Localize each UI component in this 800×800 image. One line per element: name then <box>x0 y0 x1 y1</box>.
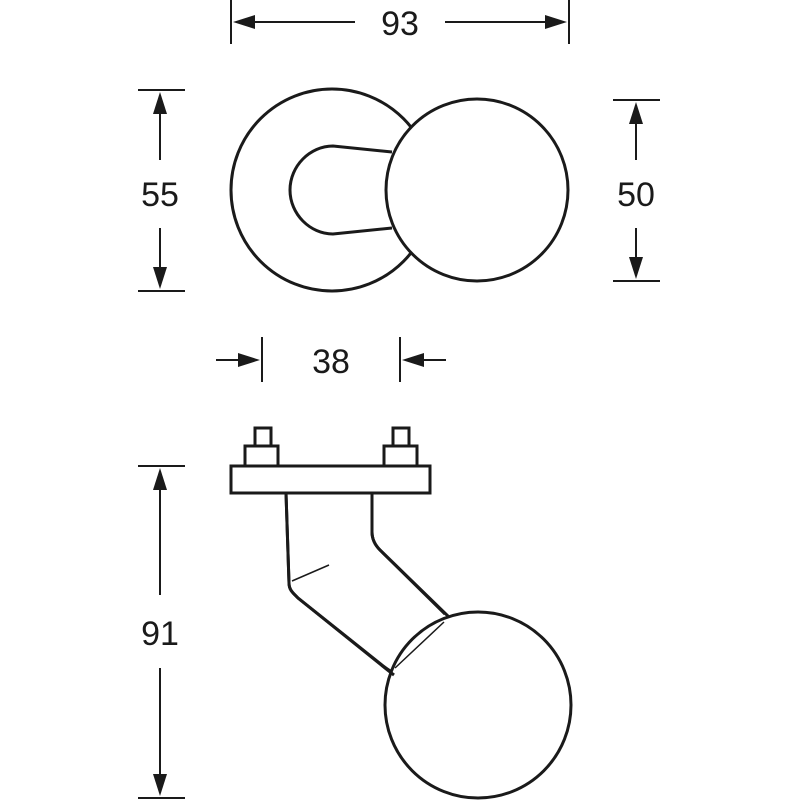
dimension-91: 91 <box>138 465 185 799</box>
knob-neck <box>288 144 393 236</box>
top-view <box>229 87 570 293</box>
section-line <box>291 564 330 582</box>
arrowhead-down-icon <box>153 267 167 289</box>
arrowhead-up-icon <box>153 468 167 490</box>
arrowhead-up-icon <box>153 92 167 114</box>
section-line <box>394 621 445 669</box>
arrowhead-left-icon <box>402 353 424 367</box>
dimension-50: 50 <box>613 99 660 282</box>
dimension-38: 38 <box>216 337 446 382</box>
stud-right-base <box>382 444 419 468</box>
dimension-label-93: 93 <box>381 5 419 43</box>
arrowhead-left-icon <box>233 15 255 29</box>
dimension-93: 93 <box>230 0 570 44</box>
arrowhead-right-icon <box>238 353 260 367</box>
base-plate <box>229 464 432 495</box>
dimension-label-38: 38 <box>312 343 350 381</box>
ball-knob <box>383 610 573 800</box>
dimension-label-91: 91 <box>141 615 179 653</box>
side-view <box>229 426 573 800</box>
dimension-55: 55 <box>138 89 185 292</box>
dimension-label-55: 55 <box>141 176 179 214</box>
dimension-label-50: 50 <box>617 176 655 214</box>
knob-circle <box>384 97 570 283</box>
arrowhead-down-icon <box>153 774 167 796</box>
arrowhead-down-icon <box>629 257 643 279</box>
arrowhead-up-icon <box>629 102 643 124</box>
arrowhead-right-icon <box>545 15 567 29</box>
stud-left-base <box>243 444 280 468</box>
